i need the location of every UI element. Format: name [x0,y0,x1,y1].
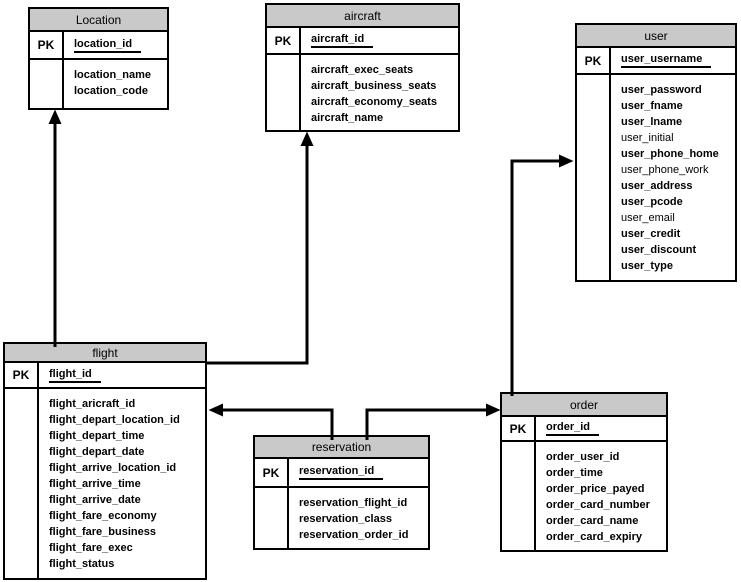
field-reservation_order_id: reservation_order_id [299,529,409,541]
table-header: order [502,394,666,417]
field-flight_status: flight_status [49,558,115,570]
field-location_name: location_name [74,69,152,81]
field-flight_arrive_time: flight_arrive_time [49,478,141,490]
table-header: aircraft [267,5,458,28]
table-header: user [577,25,735,48]
table-header: reservation [255,437,428,459]
field-user_fname: user_fname [621,100,683,112]
field-flight_fare_business: flight_fare_business [49,526,156,538]
pk-column-spacer [502,442,536,550]
pk-label: PK [5,363,39,387]
primary-key-row: PK reservation_id [255,459,428,488]
entity-table-aircraft: aircraft PK aircraft_id aircraft_exec_se… [265,3,460,132]
table-title: reservation [311,440,372,454]
pk-field: location_id [64,32,167,58]
field-user_credit: user_credit [621,228,681,240]
field-flight_fare_exec: flight_fare_exec [49,542,133,554]
field-user_password: user_password [621,84,702,96]
primary-key-row: PK order_id [502,417,666,442]
pk-field: user_username [611,48,735,73]
field-flight_fare_economy: flight_fare_economy [49,510,157,522]
pk-field: flight_id [39,363,205,387]
field-reservation_class: reservation_class [299,513,392,525]
table-body: order_user_id order_time order_price_payed… [502,442,666,550]
table-body: location_name location_code [30,60,167,108]
table-header: flight [5,344,205,363]
field-user_email: user_email [621,212,675,224]
field-flight_arrive_location_id: flight_arrive_location_id [49,462,177,474]
table-body: flight_aricraft_id flight_depart_location… [5,389,205,578]
pk-column-spacer [5,389,39,578]
pk-column-spacer [577,75,611,280]
field-aircraft_economy_seats: aircraft_economy_seats [311,96,437,108]
pk-field: reservation_id [289,459,428,486]
table-body: user_password user_fname user_lname user_in… [577,75,735,280]
field-order_price_payed: order_price_payed [546,483,645,495]
field-flight_aricraft_id: flight_aricraft_id [49,398,136,410]
pk-label: PK [502,417,536,440]
field-aircraft_exec_seats: aircraft_exec_seats [311,64,414,76]
field-order_card_name: order_card_name [546,515,639,527]
field-user_phone_work: user_phone_work [621,164,709,176]
table-title: order [569,397,598,412]
field-flight_arrive_date: flight_arrive_date [49,494,141,506]
field-order_card_number: order_card_number [546,499,650,511]
pk-column-spacer [255,488,289,548]
table-body: aircraft_exec_seats aircraft_business_sea… [267,55,458,130]
primary-key-row: PK aircraft_id [267,28,458,55]
primary-key-row: PK flight_id [5,363,205,389]
pk-label: PK [255,459,289,486]
table-header: Location [30,9,167,32]
field-order_time: order_time [546,467,603,479]
field-flight_depart_date: flight_depart_date [49,446,145,458]
field-user_lname: user_lname [621,116,683,128]
entity-table-order: order PK order_id order_user_id order_tim… [500,392,668,552]
table-title: user [644,28,668,43]
field-location_code: location_code [74,85,148,97]
field-aircraft_name: aircraft_name [311,112,384,124]
field-list: order_user_id order_time order_price_payed… [536,442,666,550]
field-list: location_name location_code [64,60,167,108]
field-list: user_password user_fname user_lname user_in… [611,75,735,280]
table-title: Location [75,12,122,27]
field-user_discount: user_discount [621,244,697,256]
arrow-order-to-user [510,154,574,396]
field-reservation_flight_id: reservation_flight_id [299,497,408,509]
field-list: flight_aricraft_id flight_depart_location… [39,389,205,578]
field-user_initial: user_initial [621,132,674,144]
arrow-flight-to-location [48,109,62,347]
field-user_type: user_type [621,260,673,272]
pk-column-spacer [267,55,301,130]
pk-label: PK [577,48,611,73]
field-flight_depart_time: flight_depart_time [49,430,145,442]
pk-label: PK [30,32,64,58]
field-user_phone_home: user_phone_home [621,148,719,160]
table-title: flight [92,345,118,360]
primary-key-row: PK location_id [30,32,167,60]
arrow-flight-to-aircraft [205,131,314,365]
field-aircraft_business_seats: aircraft_business_seats [311,80,437,92]
pk-field: aircraft_id [301,28,458,53]
pk-label: PK [267,28,301,53]
field-user_pcode: user_pcode [621,196,683,208]
field-list: aircraft_exec_seats aircraft_business_sea… [301,55,458,130]
pk-field: order_id [536,417,666,440]
table-title: aircraft [344,8,381,23]
primary-key-row: PK user_username [577,48,735,75]
field-user_address: user_address [621,180,693,192]
field-flight_depart_location_id: flight_depart_location_id [49,414,180,426]
entity-table-reservation: reservation PK reservation_id reservatio… [253,435,430,550]
pk-column-spacer [30,60,64,108]
field-order_card_expiry: order_card_expiry [546,531,642,543]
field-order_user_id: order_user_id [546,451,620,463]
